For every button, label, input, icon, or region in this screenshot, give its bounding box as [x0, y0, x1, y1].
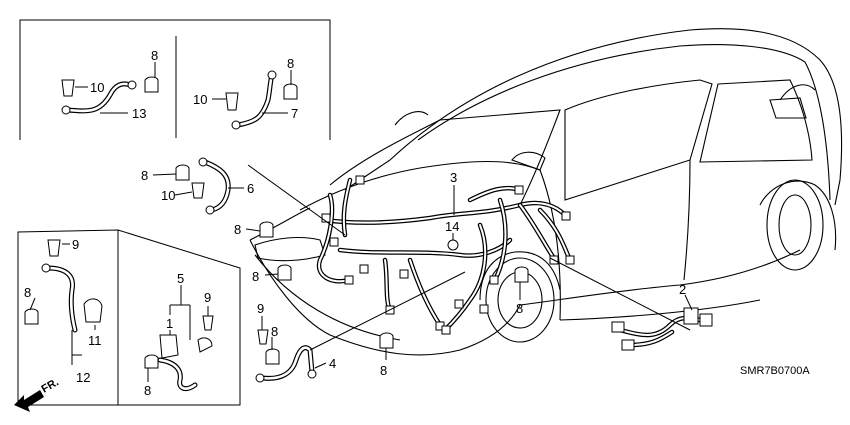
callout-2: 2	[679, 282, 686, 297]
ground-cable-6	[175, 157, 231, 215]
callout-9: 9	[257, 301, 264, 316]
harness-2	[611, 307, 713, 351]
front-direction-arrow: FR.	[14, 376, 61, 412]
callout-10: 10	[193, 92, 207, 107]
callout-3: 3	[450, 170, 457, 185]
callout-5: 5	[177, 271, 184, 286]
panel-frames	[17, 19, 331, 406]
callout-1: 1	[166, 316, 173, 331]
callout-8: 8	[516, 301, 523, 316]
leader-lines	[29, 62, 693, 382]
callout-8: 8	[144, 383, 151, 398]
ground-cable-7	[225, 70, 298, 130]
callout-10: 10	[90, 80, 104, 95]
callout-8: 8	[271, 324, 278, 339]
ground-cable-4	[255, 329, 317, 383]
callout-8: 8	[380, 363, 387, 378]
car-body	[249, 28, 843, 356]
callout-11: 11	[88, 333, 102, 348]
callout-8: 8	[234, 222, 241, 237]
grommet-14	[447, 239, 459, 251]
callout-8: 8	[141, 168, 148, 183]
callout-14: 14	[445, 219, 459, 234]
callout-labels: 8 10 13 8 10 7 8 10 6 3 8 8 14 8 2 4 8 9…	[24, 48, 686, 398]
callout-9: 9	[204, 290, 211, 305]
ground-cable-5	[144, 315, 214, 392]
ground-cable-12	[24, 239, 103, 333]
callout-8: 8	[24, 285, 31, 300]
engine-room-harness	[316, 175, 575, 335]
ground-bolts	[259, 221, 529, 349]
callout-13: 13	[132, 106, 146, 121]
callout-6: 6	[247, 181, 254, 196]
callout-9: 9	[72, 237, 79, 252]
callout-12: 12	[76, 370, 90, 385]
callout-8: 8	[151, 48, 158, 63]
callout-7: 7	[291, 106, 298, 121]
callout-4: 4	[329, 356, 336, 371]
diagram-code: SMR7B0700A	[740, 365, 810, 377]
callout-8: 8	[252, 269, 259, 284]
direction-label: FR.	[40, 376, 61, 395]
callout-8: 8	[287, 56, 294, 71]
callout-10: 10	[161, 188, 175, 203]
